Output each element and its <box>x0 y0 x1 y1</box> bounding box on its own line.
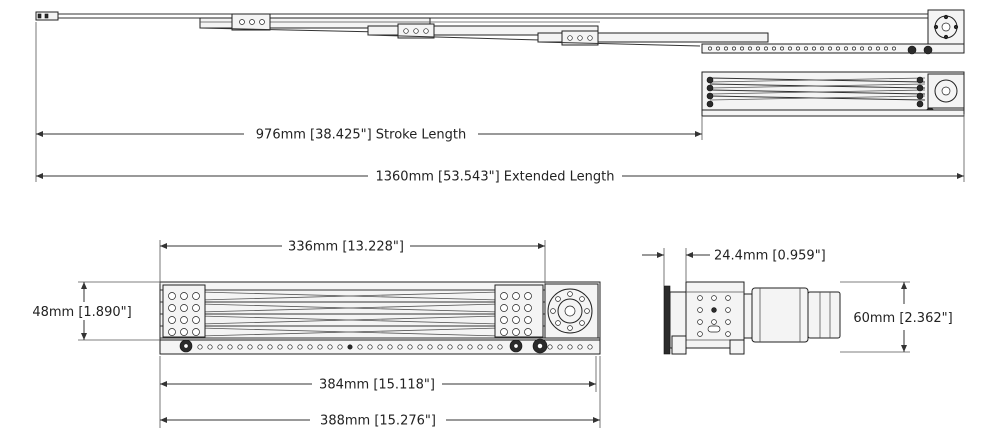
base-rail-holes-top <box>708 46 896 51</box>
side-height-dimension: 60mm [2.362"] <box>840 281 953 353</box>
height-dimension: 48mm [1.890"] <box>32 281 160 341</box>
height-label: 48mm [1.890"] <box>32 305 131 320</box>
side-height-label: 60mm [2.362"] <box>853 311 952 326</box>
extended-length-label: 1360mm [53.543"] Extended Length <box>375 170 614 185</box>
side-view <box>663 281 841 355</box>
inner-length-dimension: 336mm [13.228"] <box>159 240 546 284</box>
overall-length-dimension: 388mm [15.276"] <box>160 356 601 429</box>
collapsed-view-top <box>701 71 965 117</box>
collapsed-front-view <box>159 281 601 355</box>
side-offset-label: 24.4mm [0.959"] <box>714 249 826 264</box>
extended-view <box>35 9 965 55</box>
stroke-length-dimension: 976mm [38.425"] Stroke Length <box>35 22 703 182</box>
rail-length-label: 384mm [15.118"] <box>319 378 435 393</box>
extended-length-dimension: 1360mm [53.543"] Extended Length <box>36 114 965 185</box>
base-rail-holes-bottom <box>197 344 593 350</box>
inner-length-label: 336mm [13.228"] <box>288 240 404 255</box>
side-offset-dimension: 24.4mm [0.959"] <box>642 248 826 286</box>
rail-length-dimension: 384mm [15.118"] <box>159 356 597 428</box>
stroke-length-label: 976mm [38.425"] Stroke Length <box>256 128 466 143</box>
overall-length-label: 388mm [15.276"] <box>320 414 436 429</box>
